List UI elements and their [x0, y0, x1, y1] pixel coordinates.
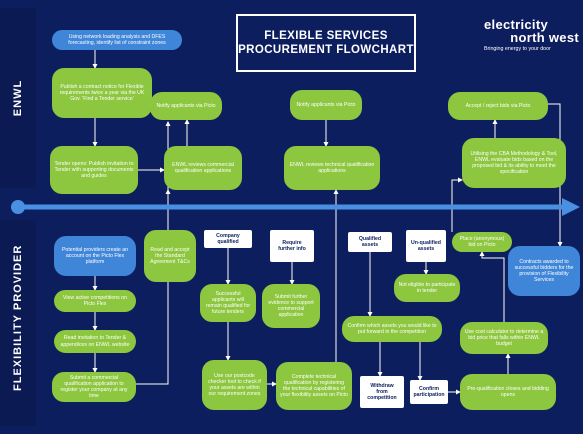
node-remain-qualified: Successful applicants will remain qualif… — [200, 284, 256, 322]
node-read-invitation: Read invitation to Tender & appendices o… — [54, 330, 136, 353]
page-title: FLEXIBLE SERVICES PROCUREMENT FLOWCHART — [236, 14, 416, 72]
node-cba-methodology: Utilising the CBA Methodology & Tool, EN… — [462, 138, 566, 188]
node-notify-applicants-2: Notify applicants via Picto — [290, 90, 362, 120]
node-submit-commercial: Submit a commercial qualification applic… — [52, 372, 136, 402]
node-contracts-awarded: Contracts awarded to successful bidders … — [508, 246, 580, 296]
node-view-competitions: View active competitions on Picto Flex — [54, 290, 136, 312]
node-network-analysis: Using network loading analysis and DFES … — [52, 30, 182, 50]
node-accept-reject: Accept / reject bids via Picto — [448, 92, 548, 120]
timeline-arrow — [11, 198, 580, 216]
logo-line-2: north west — [510, 30, 579, 45]
link-accept-to-contracts — [548, 103, 563, 247]
node-publish-notice: Publish a contract notice for Flexible r… — [52, 68, 152, 118]
title-line-2: PROCUREMENT FLOWCHART — [238, 44, 414, 56]
enwl-lane-strip — [0, 8, 36, 188]
timeline-arrowhead — [562, 198, 580, 216]
node-submit-evidence: Submit further evidence to support comme… — [262, 284, 320, 328]
decision-withdraw: Withdraw from competition — [360, 376, 404, 408]
title-line-1: FLEXIBLE SERVICES — [264, 29, 388, 42]
node-tender-opens: Tender opens: Publish invitation to Tend… — [50, 146, 138, 194]
logo-tagline: Bringing energy to your door — [484, 46, 551, 52]
logo-line-1: electricity — [484, 17, 549, 32]
node-not-eligible: Not eligible to participate in tender — [394, 274, 460, 302]
node-notify-applicants-1: Notify applicants via Picto — [150, 92, 222, 120]
link-calc-to-bid — [479, 251, 505, 322]
node-read-accept-terms: Read and accept the Standard Agreement T… — [144, 230, 196, 282]
link-submit-to-review — [136, 189, 171, 385]
decision-confirm-participation: Confirm participation — [410, 380, 448, 404]
electricity-north-west-logo: electricity north west Bringing energy t… — [484, 18, 579, 52]
node-place-bid: Place (anonymous) bid on Picto — [452, 232, 512, 252]
node-enwl-review-technical: ENWL reviews technical qualification app… — [284, 146, 380, 190]
node-confirm-assets: Confirm which assets you would like to p… — [342, 316, 442, 342]
decision-unqualified-assets: Un-qualified assets — [406, 230, 446, 262]
timeline-start-dot — [11, 200, 25, 214]
node-cost-calculator: Use cost calculator to determine a bid p… — [460, 322, 548, 354]
node-complete-technical: Complete technical qualification by regi… — [276, 362, 352, 410]
node-providers-account: Potential providers create an account on… — [54, 236, 136, 276]
link-bid-to-cba — [451, 177, 463, 232]
node-enwl-review-commercial: ENWL reviews commercial qualification ap… — [164, 146, 242, 190]
decision-require-info: Require further info — [270, 230, 314, 262]
decision-qualified-assets: Qualified assets — [348, 232, 392, 252]
node-prequal-closes: Pre-qualification closes and bidding ope… — [460, 374, 556, 410]
node-postcode-checker: Use our postcode checker tool to check i… — [202, 360, 267, 410]
decision-company-qualified: Company qualified — [204, 230, 252, 248]
provider-lane-strip — [0, 220, 36, 426]
